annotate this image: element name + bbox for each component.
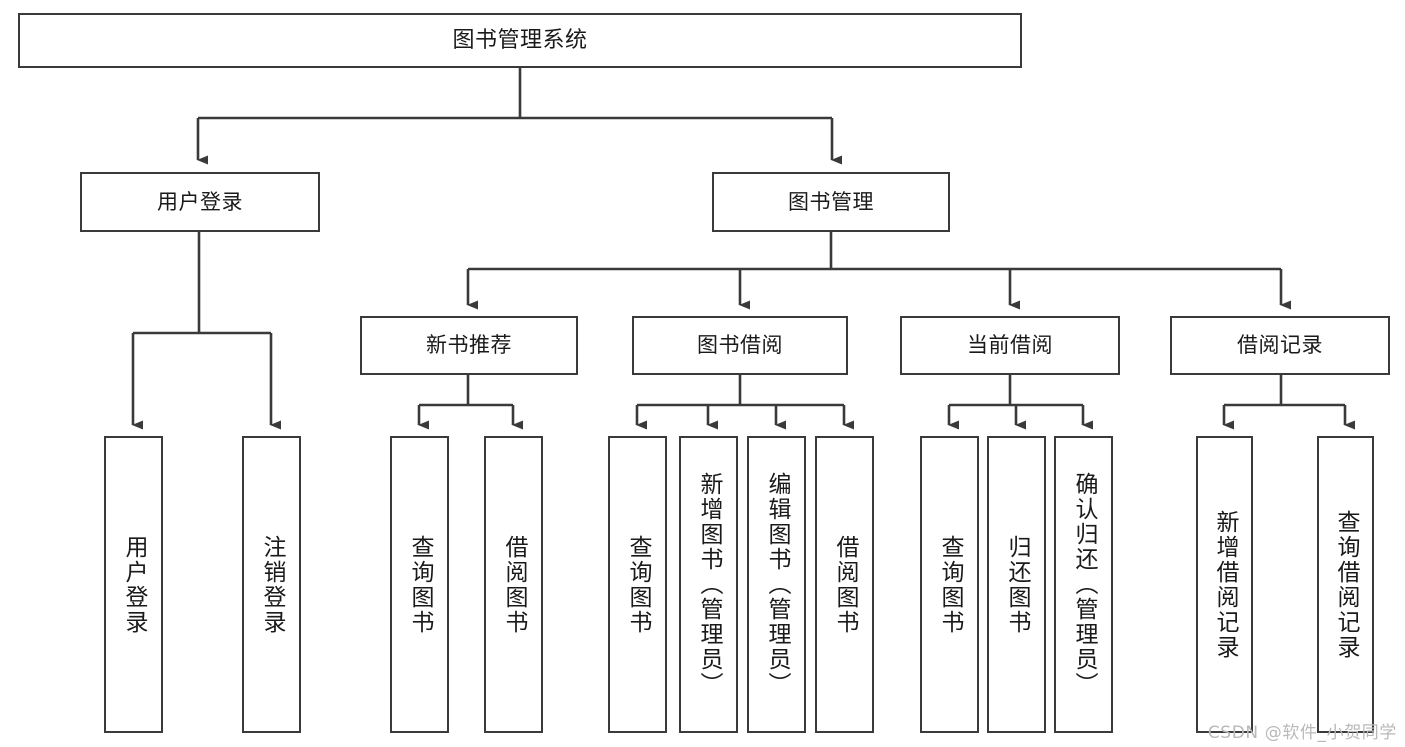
leaf-borrowrecord-query-record-label: 查询借阅记录 [1333,509,1359,660]
node-root-system[interactable]: 图书管理系统 [18,13,1022,68]
leaf-bookborrow-query-book-label: 查询图书 [625,534,651,635]
node-book-management[interactable]: 图书管理 [712,172,950,232]
leaf-borrowrecord-add-record[interactable]: 新增借阅记录 [1196,436,1253,733]
node-root-system-label: 图书管理系统 [452,27,588,53]
leaf-currentborrow-query-book[interactable]: 查询图书 [920,436,979,733]
node-borrow-record[interactable]: 借阅记录 [1170,316,1390,375]
leaf-newbook-query-book[interactable]: 查询图书 [390,436,449,733]
node-book-management-label: 图书管理 [788,189,874,214]
leaf-currentborrow-query-book-label: 查询图书 [937,534,963,635]
leaf-currentborrow-confirm-return[interactable]: 确认归还（管理员） [1054,436,1113,733]
leaf-bookborrow-query-book[interactable]: 查询图书 [608,436,667,733]
node-current-borrow[interactable]: 当前借阅 [900,316,1120,375]
node-user-login-label: 用户登录 [157,189,243,214]
node-book-borrow-label: 图书借阅 [697,333,783,358]
leaf-user-login[interactable]: 用户登录 [104,436,163,733]
leaf-user-login-label: 用户登录 [121,534,147,635]
leaf-currentborrow-return-book[interactable]: 归还图书 [987,436,1046,733]
leaf-currentborrow-return-book-label: 归还图书 [1004,534,1030,635]
node-user-login[interactable]: 用户登录 [80,172,320,232]
leaf-newbook-query-book-label: 查询图书 [407,534,433,635]
leaf-currentborrow-confirm-return-label: 确认归还（管理员） [1071,472,1097,697]
leaf-bookborrow-edit-book-label: 编辑图书（管理员） [764,472,790,697]
node-book-borrow[interactable]: 图书借阅 [632,316,848,375]
leaf-logout[interactable]: 注销登录 [242,436,301,733]
node-new-book-recommend-label: 新书推荐 [426,333,512,358]
leaf-newbook-borrow-book[interactable]: 借阅图书 [484,436,543,733]
node-new-book-recommend[interactable]: 新书推荐 [360,316,578,375]
leaf-newbook-borrow-book-label: 借阅图书 [501,534,527,635]
leaf-bookborrow-edit-book[interactable]: 编辑图书（管理员） [747,436,806,733]
leaf-borrowrecord-add-record-label: 新增借阅记录 [1212,509,1238,660]
leaf-bookborrow-add-book-label: 新增图书（管理员） [696,472,722,697]
csdn-watermark: CSDN @软件_小贺同学 [1207,723,1397,743]
leaf-borrowrecord-query-record[interactable]: 查询借阅记录 [1317,436,1374,733]
node-current-borrow-label: 当前借阅 [967,333,1053,358]
leaf-logout-label: 注销登录 [259,534,285,635]
node-borrow-record-label: 借阅记录 [1237,333,1323,358]
leaf-bookborrow-borrow-book-label: 借阅图书 [832,534,858,635]
leaf-bookborrow-add-book[interactable]: 新增图书（管理员） [679,436,738,733]
leaf-bookborrow-borrow-book[interactable]: 借阅图书 [815,436,874,733]
